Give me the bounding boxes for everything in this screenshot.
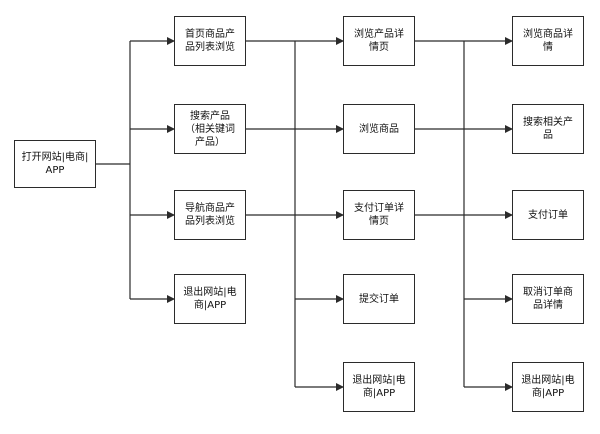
node-browse-detail: 浏览产品详情页 xyxy=(343,16,415,66)
node-search-related-label: 搜索相关产品 xyxy=(523,117,573,141)
node-cancel-order-detail-label: 取消订单商品详情 xyxy=(523,287,573,311)
node-open-site: 打开网站|电商|APP xyxy=(14,140,96,188)
node-view-goods-detail-label: 浏览商品详情 xyxy=(523,29,573,53)
node-nav-list-label: 导航商品产品列表浏览 xyxy=(185,203,235,227)
node-cancel-order-detail: 取消订单商品详情 xyxy=(512,274,584,324)
node-exit-1: 退出网站|电商|APP xyxy=(174,274,246,324)
node-submit-order-label: 提交订单 xyxy=(359,293,399,305)
node-pay-order-label: 支付订单 xyxy=(528,209,568,221)
node-home-list-label: 首页商品产品列表浏览 xyxy=(185,29,235,53)
node-browse-goods-label: 浏览商品 xyxy=(359,123,399,135)
node-home-list: 首页商品产品列表浏览 xyxy=(174,16,246,66)
node-browse-goods: 浏览商品 xyxy=(343,104,415,154)
node-view-goods-detail: 浏览商品详情 xyxy=(512,16,584,66)
node-pay-order: 支付订单 xyxy=(512,190,584,240)
node-pay-detail-label: 支付订单详情页 xyxy=(354,203,404,227)
node-open-site-label: 打开网站|电商|APP xyxy=(21,152,89,176)
node-exit-2: 退出网站|电商|APP xyxy=(343,362,415,412)
node-exit-3: 退出网站|电商|APP xyxy=(512,362,584,412)
node-pay-detail: 支付订单详情页 xyxy=(343,190,415,240)
node-search-label: 搜索产品（相关键词产品） xyxy=(185,110,235,148)
node-exit-3-label: 退出网站|电商|APP xyxy=(521,375,575,399)
node-browse-detail-label: 浏览产品详情页 xyxy=(354,29,404,53)
node-search: 搜索产品（相关键词产品） xyxy=(174,104,246,154)
node-search-related: 搜索相关产品 xyxy=(512,104,584,154)
node-exit-2-label: 退出网站|电商|APP xyxy=(352,375,406,399)
node-nav-list: 导航商品产品列表浏览 xyxy=(174,190,246,240)
node-exit-1-label: 退出网站|电商|APP xyxy=(183,287,237,311)
node-submit-order: 提交订单 xyxy=(343,274,415,324)
